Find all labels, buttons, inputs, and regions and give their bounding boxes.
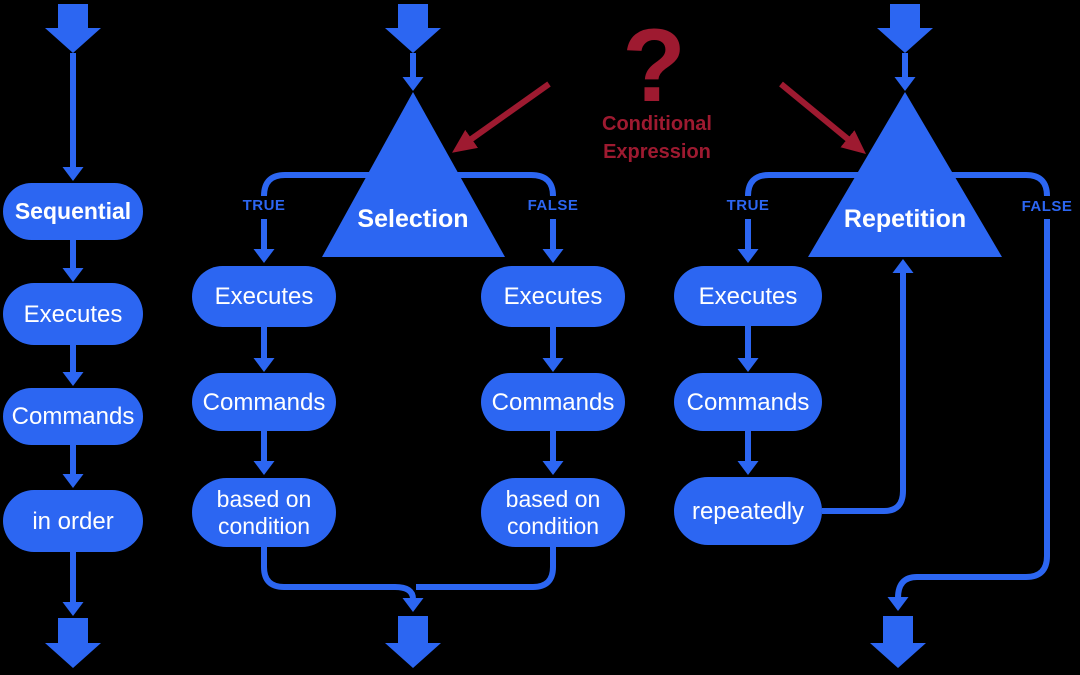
repetition-false-exit-line: [887, 219, 1050, 611]
repetition-triangle: [808, 92, 1002, 257]
selection-true-merge-line: [261, 547, 424, 612]
sequential-entry-block-arrow-icon: [45, 4, 101, 53]
selection-exit-block-arrow-icon: [385, 616, 441, 668]
sequential-step-pill: Commands: [3, 388, 143, 445]
repetition-entry-block-arrow-icon: [877, 4, 933, 53]
selection-false-label: FALSE: [527, 197, 579, 214]
repetition-title: Repetition: [843, 204, 967, 233]
selection-true-step-pill: Commands: [192, 373, 336, 431]
sequential-step-pill: Executes: [3, 283, 143, 345]
selection-true-step-pill: Executes: [192, 266, 336, 327]
repetition-true-label: TRUE: [726, 197, 770, 214]
selection-false-step-pill: Executes: [481, 266, 625, 327]
conditional-pointer-arrow-repetition: [779, 81, 866, 154]
selection-false-step-pill: based on condition: [481, 478, 625, 547]
repetition-loopback-arrow: [822, 259, 914, 514]
repetition-step-pill: repeatedly: [674, 477, 822, 545]
selection-false-merge-line: [416, 547, 556, 590]
repetition-exit-block-arrow-icon: [870, 616, 926, 668]
selection-true-label: TRUE: [242, 197, 286, 214]
question-mark: ?: [622, 7, 686, 124]
sequential-step-pill: in order: [3, 490, 143, 552]
sequential-title-pill: Sequential: [3, 183, 143, 240]
selection-triangle: [322, 92, 505, 257]
conditional-pointer-arrow-selection: [452, 81, 551, 153]
sequential-exit-block-arrow-icon: [45, 618, 101, 668]
repetition-step-pill: Commands: [674, 373, 822, 431]
conditional-expression-label: Conditional Expression: [602, 113, 712, 163]
repetition-false-label: FALSE: [1021, 198, 1073, 215]
selection-entry-block-arrow-icon: [385, 4, 441, 53]
selection-title: Selection: [357, 204, 469, 233]
selection-false-step-pill: Commands: [481, 373, 625, 431]
repetition-step-pill: Executes: [674, 266, 822, 326]
selection-true-step-pill: based on condition: [192, 478, 336, 547]
